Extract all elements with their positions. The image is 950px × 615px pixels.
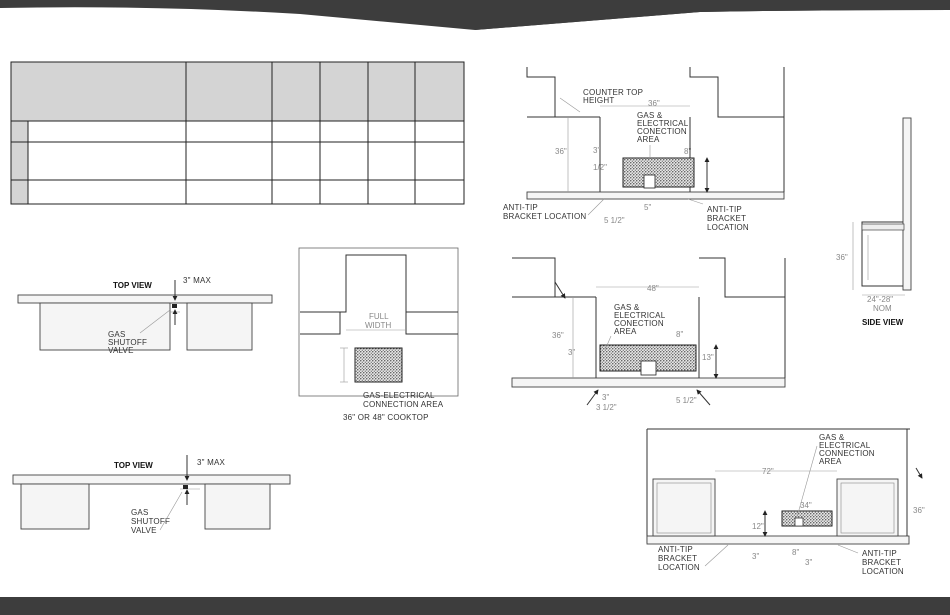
- width-dim: 36": [648, 99, 660, 108]
- height-dim: 36": [555, 147, 567, 156]
- anti-tip-right-line1: ANTI-TIP: [707, 205, 742, 214]
- header-band: [0, 0, 950, 30]
- valve-label-line1: GAS: [131, 508, 149, 517]
- top-view-diagram-2: TOP VIEW 3" MAX GAS SHUTOFF VALVE: [12, 455, 291, 535]
- counter-top-line1: COUNTER TOP: [583, 88, 643, 97]
- anti-tip-right-line2: BRACKET: [707, 214, 746, 223]
- dim-8: 8": [684, 147, 691, 156]
- anti-tip-left-line2: BRACKET: [658, 554, 697, 563]
- anti-tip-left-line1: ANTI-TIP: [658, 545, 693, 554]
- valve-label-line1: GAS: [108, 330, 126, 339]
- valve-label-line2: SHUTOFF: [131, 517, 170, 526]
- top-view-diagram-1: TOP VIEW 3" MAX GAS SHUTOFF VALVE: [17, 276, 273, 355]
- height-dim: 36": [836, 253, 848, 262]
- dim-half: 1/2": [593, 163, 607, 172]
- dim-3-left: 3": [568, 348, 575, 357]
- connection-area-hatch: [781, 510, 833, 527]
- dim-8: 8": [792, 548, 799, 557]
- side-view-title: SIDE VIEW: [862, 318, 904, 327]
- dim-3-left: 3": [752, 552, 759, 561]
- footer-band: [0, 597, 950, 615]
- top-view-title: TOP VIEW: [113, 281, 152, 290]
- depth-dim: 24"-28": [867, 295, 893, 304]
- dim-3: 3": [593, 146, 600, 155]
- dim-12: 12": [752, 522, 764, 531]
- area-label-line1: GAS &: [637, 111, 663, 120]
- table-row: [10, 141, 29, 181]
- table-row: [10, 179, 29, 205]
- anti-tip-left-line3: LOCATION: [658, 563, 700, 572]
- dim-5-half: 5 1/2": [676, 396, 697, 405]
- width-dim: 48": [647, 284, 659, 293]
- area-label-line2: ELECTRICAL: [637, 119, 689, 128]
- dim-5: 5": [644, 203, 651, 212]
- area-label-line1: GAS &: [614, 303, 640, 312]
- top-view-title: TOP VIEW: [114, 461, 153, 470]
- height-dim: 36": [552, 331, 564, 340]
- cooktop-diagram: FULL WIDTH GAS-ELECTRICAL CONNECTION ARE…: [298, 247, 459, 422]
- width-dim: 72": [762, 467, 774, 476]
- anti-tip-right-line3: LOCATION: [862, 567, 904, 576]
- cooktop-caption: 36" OR 48" COOKTOP: [343, 413, 429, 422]
- dim-3-right: 3": [805, 558, 812, 567]
- area-label-line4: AREA: [637, 135, 660, 144]
- dim-3-half: 3 1/2": [596, 403, 617, 412]
- area-label-line1: GAS-ELECTRICAL: [363, 391, 435, 400]
- area-label-line3: CONNECTION: [819, 449, 875, 458]
- connection-area-hatch: [622, 157, 695, 188]
- valve-label-line3: VALVE: [108, 346, 134, 355]
- anti-tip-right-line1: ANTI-TIP: [862, 549, 897, 558]
- anti-tip-left-line2: BRACKET LOCATION: [503, 212, 586, 221]
- valve-label-line3: VALVE: [131, 526, 157, 535]
- area-label-line2: ELECTRICAL: [614, 311, 666, 320]
- area-label-line2: CONNECTION AREA: [363, 400, 444, 409]
- area-label-line3: CONECTION: [614, 319, 664, 328]
- dim-3-bottom: 3": [602, 393, 609, 402]
- counter-top-line2: HEIGHT: [583, 96, 614, 105]
- area-label-line4: AREA: [819, 457, 842, 466]
- range-72-diagram: GAS & ELECTRICAL CONNECTION AREA 72" 36"…: [646, 428, 925, 576]
- height-dim: 36": [913, 506, 925, 515]
- area-label-line2: ELECTRICAL: [819, 441, 871, 450]
- side-view-diagram: 36" 24"-28" NOM SIDE VIEW: [836, 117, 912, 327]
- table-row: [10, 120, 29, 143]
- max-gap-label: 3" MAX: [197, 458, 226, 467]
- anti-tip-left-line1: ANTI-TIP: [503, 203, 538, 212]
- dim-5-half: 5 1/2": [604, 216, 625, 225]
- spec-table: [10, 61, 465, 205]
- range-36-diagram: COUNTER TOP HEIGHT 36" GAS & ELECTRICAL …: [503, 67, 785, 232]
- area-label-line1: GAS &: [819, 433, 845, 442]
- full-width-line1: FULL: [369, 312, 389, 321]
- area-label-line4: AREA: [614, 327, 637, 336]
- dim-8: 8": [676, 330, 683, 339]
- range-48-diagram: 48" GAS & ELECTRICAL CONECTION AREA 36" …: [511, 257, 786, 412]
- anti-tip-right-line3: LOCATION: [707, 223, 749, 232]
- dim-13: 13": [702, 353, 714, 362]
- nom-label: NOM: [873, 304, 892, 313]
- area-label-line3: CONECTION: [637, 127, 687, 136]
- anti-tip-right-line2: BRACKET: [862, 558, 901, 567]
- full-width-line2: WIDTH: [365, 321, 391, 330]
- dim-34: 34": [800, 501, 812, 510]
- valve-label-line2: SHUTOFF: [108, 338, 147, 347]
- connection-area-hatch: [354, 347, 403, 383]
- max-gap-label: 3" MAX: [183, 276, 212, 285]
